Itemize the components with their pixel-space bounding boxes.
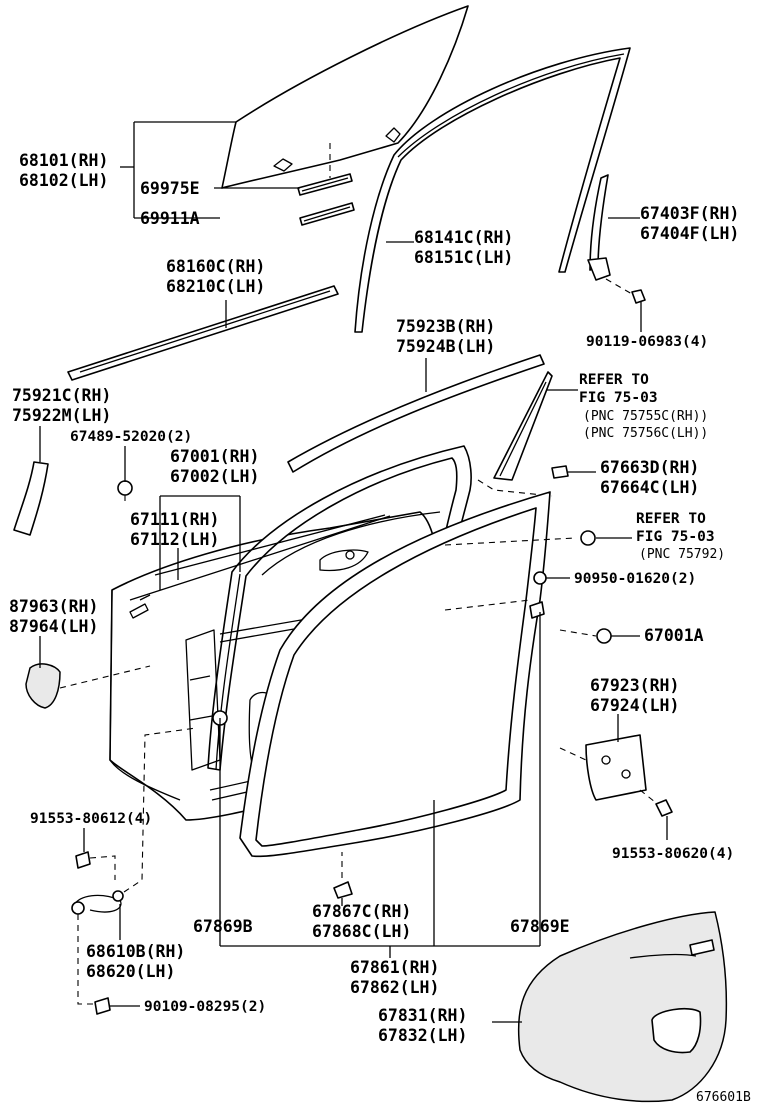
label-68101: 68101(RH) — [19, 151, 109, 170]
label-90109: 90109-08295(2) — [144, 999, 267, 1015]
label-refer2-b: FIG 75-03 — [636, 529, 715, 545]
label-87963: 87963(RH) — [9, 597, 99, 616]
label-67403f: 67403F(RH) — [640, 204, 740, 223]
figure-id: 676601B — [696, 1090, 751, 1105]
label-75923b: 75923B(RH) — [396, 317, 496, 336]
label-69911a: 69911A — [140, 209, 200, 228]
door-check-bracket — [559, 734, 673, 840]
label-90950: 90950-01620(2) — [574, 571, 697, 587]
label-67923: 67923(RH) — [590, 676, 680, 695]
label-refer1-c: (PNC 75755C(RH)) — [583, 409, 709, 424]
label-68620: 68620(LH) — [86, 962, 176, 981]
label-refer2-c: (PNC 75792) — [639, 547, 726, 562]
fasteners-left — [71, 727, 197, 1015]
label-68160c: 68160C(RH) — [166, 257, 266, 276]
clip-67489 — [117, 480, 133, 506]
label-67002: 67002(LH) — [170, 467, 260, 486]
glass-run — [354, 47, 631, 333]
door-trim-board — [517, 911, 728, 1103]
belt-weatherstrip — [67, 285, 339, 381]
label-67404f: 67404F(LH) — [640, 224, 740, 243]
label-69975e: 69975E — [140, 179, 200, 198]
label-refer1-b: FIG 75-03 — [579, 390, 658, 406]
mirror-cover — [25, 663, 151, 709]
label-67869e: 67869E — [510, 917, 570, 936]
label-90119: 90119-06983(4) — [586, 334, 709, 350]
label-67001: 67001(RH) — [170, 447, 260, 466]
label-refer2-a: REFER TO — [636, 511, 706, 527]
label-refer1-d: (PNC 75756C(LH)) — [583, 426, 709, 441]
corner-garnish — [477, 371, 553, 497]
label-67831: 67831(RH) — [378, 1006, 468, 1025]
label-67663d: 67663D(RH) — [600, 458, 700, 477]
leader-lines — [39, 121, 642, 1023]
label-67924: 67924(LH) — [590, 696, 680, 715]
label-67867c: 67867C(RH) — [312, 902, 412, 921]
label-75924b: 75924B(LH) — [396, 337, 496, 356]
label-91553-80620: 91553-80620(4) — [612, 846, 735, 862]
label-75921c: 75921C(RH) — [12, 386, 112, 405]
label-68141c: 68141C(RH) — [414, 228, 514, 247]
glass-channel-strips — [297, 173, 355, 226]
label-68210c: 68210C(LH) — [166, 277, 266, 296]
label-refer1-a: REFER TO — [579, 372, 649, 388]
label-87964: 87964(LH) — [9, 617, 99, 636]
door-weatherstrip — [239, 491, 551, 858]
pillar-garnish — [13, 461, 49, 536]
label-67489: 67489-52020(2) — [70, 429, 193, 445]
label-67664c: 67664C(LH) — [600, 478, 700, 497]
label-68610b: 68610B(RH) — [86, 942, 186, 961]
label-91553-80612: 91553-80612(4) — [30, 811, 153, 827]
rear-sash-channel — [587, 174, 646, 304]
outer-door-panel — [109, 514, 391, 801]
label-67111: 67111(RH) — [130, 510, 220, 529]
frame-moulding — [287, 354, 545, 473]
label-67861: 67861(RH) — [350, 958, 440, 977]
label-75922m: 75922M(LH) — [12, 406, 112, 425]
label-67869b: 67869B — [193, 917, 253, 936]
door-glass — [221, 5, 469, 189]
label-68102: 68102(LH) — [19, 171, 109, 190]
fastener-67867 — [333, 852, 353, 899]
label-68151c: 68151C(LH) — [414, 248, 514, 267]
label-67862: 67862(LH) — [350, 978, 440, 997]
fasteners-right — [444, 465, 612, 644]
label-67112: 67112(LH) — [130, 530, 220, 549]
label-67868c: 67868C(LH) — [312, 922, 412, 941]
label-67001a: 67001A — [644, 626, 704, 645]
label-67832: 67832(LH) — [378, 1026, 468, 1045]
